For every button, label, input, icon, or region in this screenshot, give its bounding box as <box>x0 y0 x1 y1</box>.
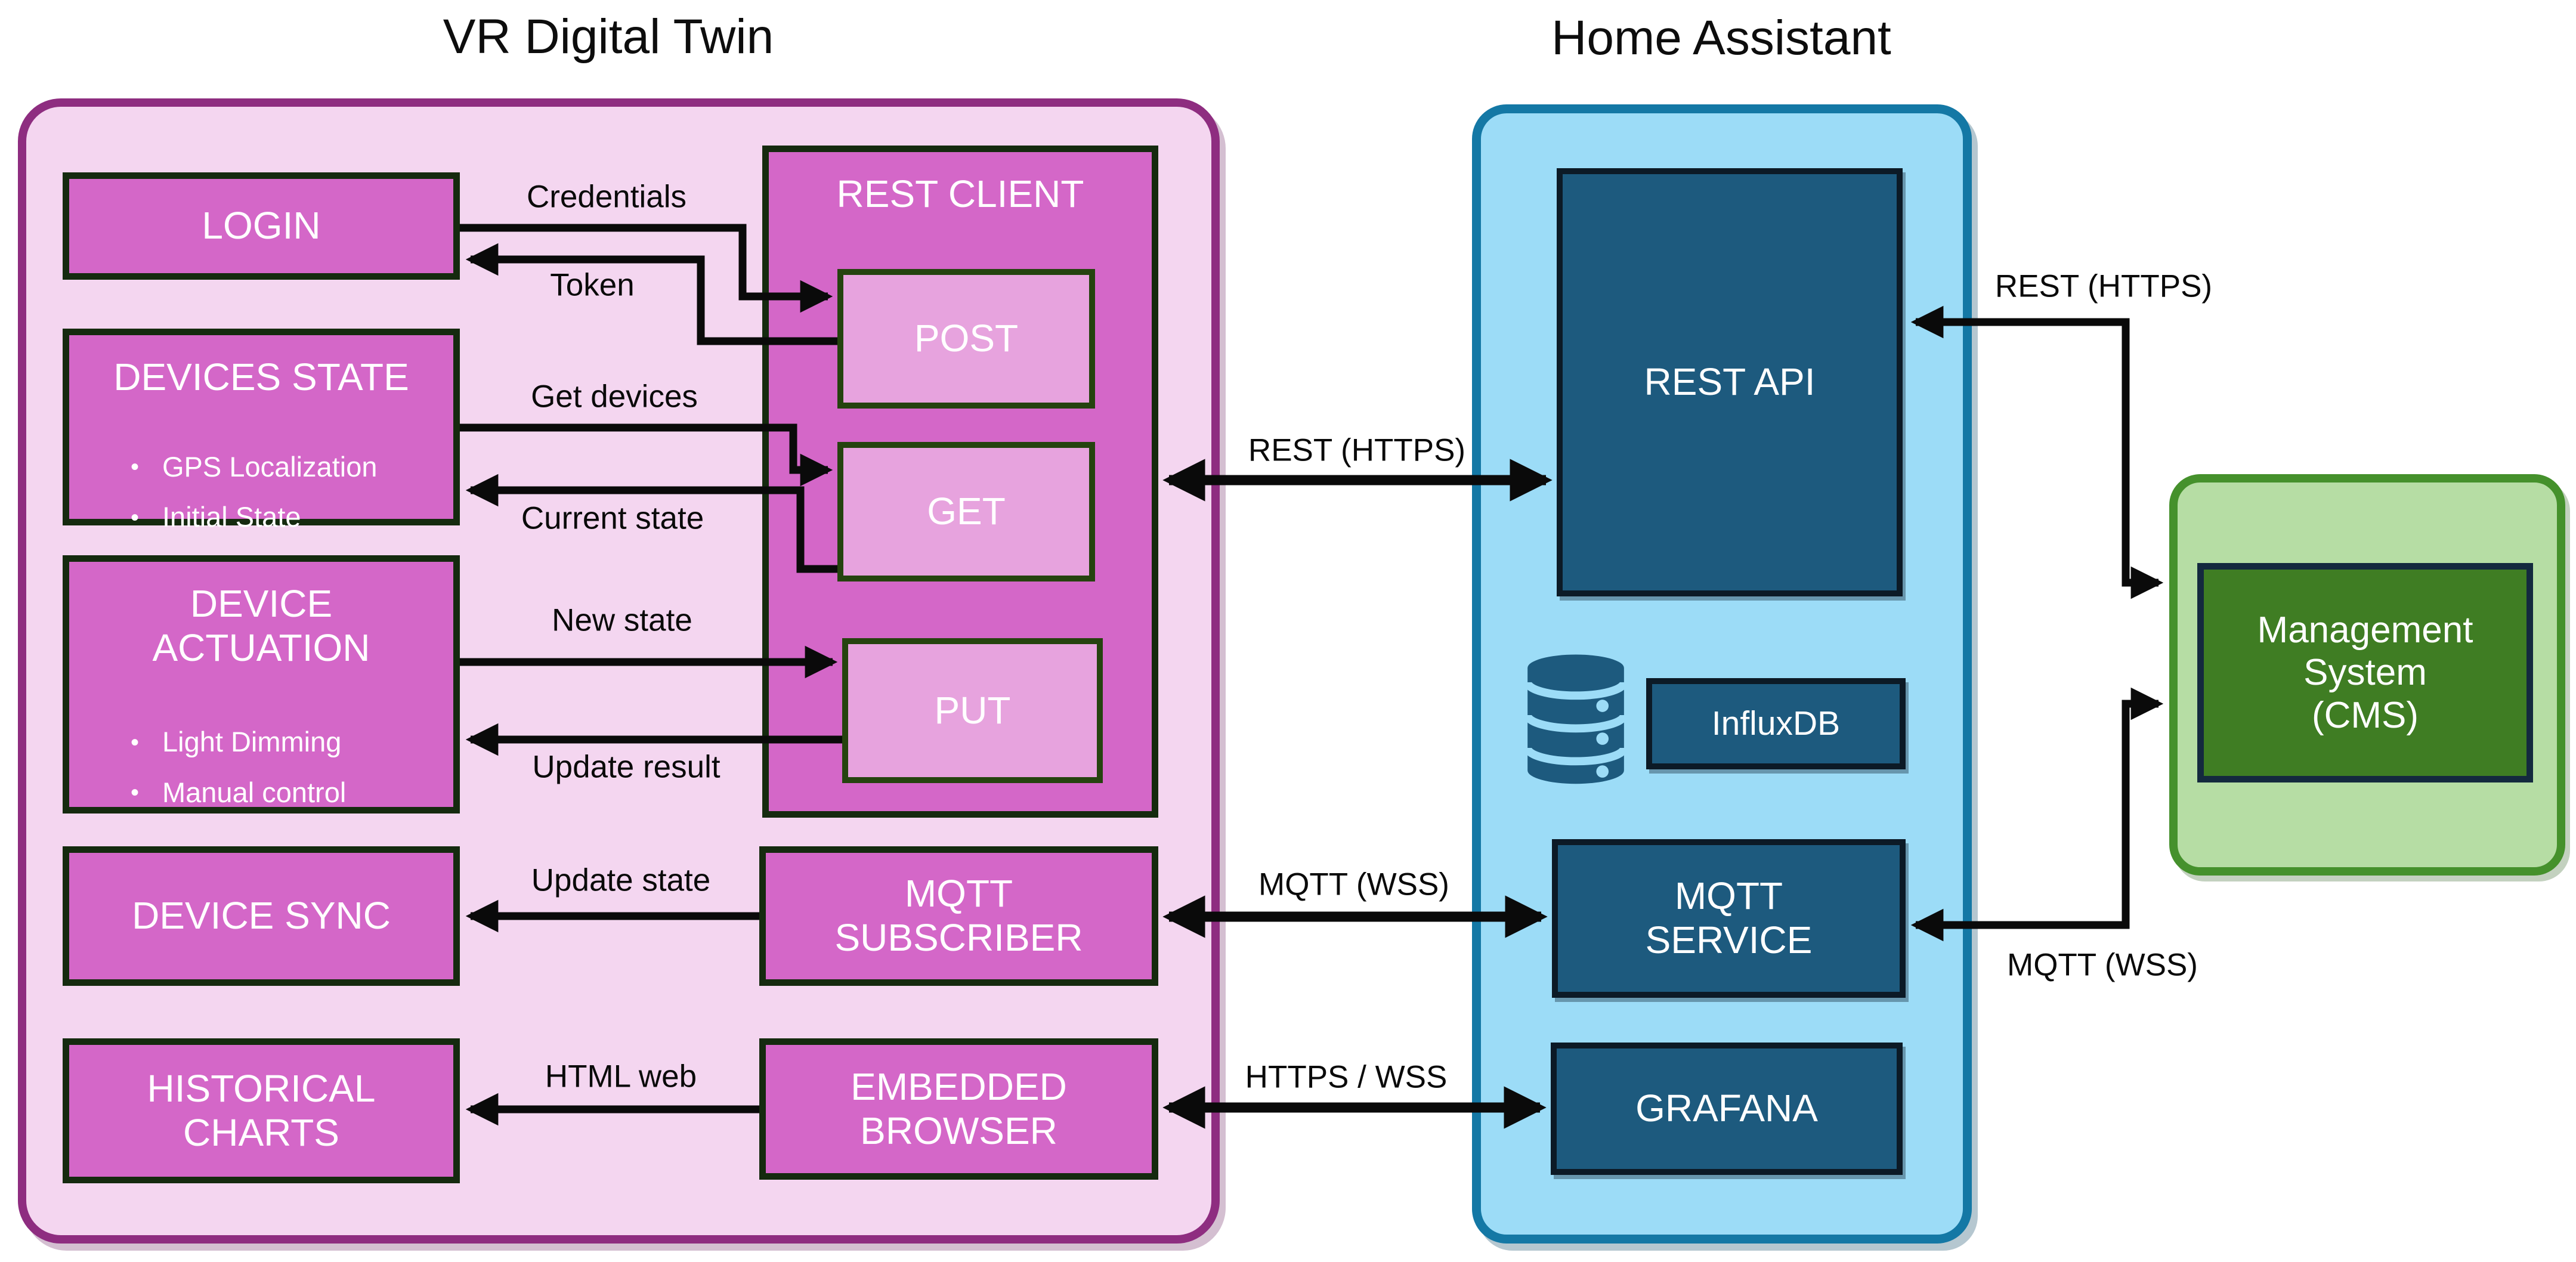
arrow-credentials <box>460 224 833 313</box>
login-label: LOGIN <box>202 204 321 248</box>
bullet-icon: • <box>130 504 139 531</box>
rest-api-box: REST API <box>1557 168 1903 596</box>
management-system-box: Management System (CMS) <box>2197 563 2533 782</box>
mqtt-wss-right-label: MQTT (WSS) <box>2007 947 2198 983</box>
device-actuation-box: DEVICE ACTUATION •Light Dimming •Manual … <box>63 555 460 814</box>
bullet-icon: • <box>130 729 139 756</box>
post-box: POST <box>837 269 1095 409</box>
devices-state-box: DEVICES STATE •GPS Localization •Initial… <box>63 329 460 533</box>
mqtt-subscriber-box: MQTT SUBSCRIBER <box>759 846 1158 986</box>
rest-https-right-label: REST (HTTPS) <box>1994 268 2213 304</box>
mqtt-wss-mid-label: MQTT (WSS) <box>1258 867 1449 902</box>
device-actuation-bullets: •Light Dimming •Manual control <box>69 709 453 811</box>
device-actuation-label: DEVICE ACTUATION <box>152 582 370 669</box>
arrow-token <box>465 243 837 345</box>
list-item: •Light Dimming <box>107 725 453 760</box>
vr-digital-twin-title: VR Digital Twin <box>443 10 774 64</box>
management-system-label-line3: (CMS) <box>2311 694 2419 736</box>
credentials-label: Credentials <box>526 179 687 215</box>
arrow-mqtt-wss-right <box>1910 687 2164 942</box>
put-box: PUT <box>842 638 1103 783</box>
update-state-label: Update state <box>531 862 711 898</box>
mqtt-service-box: MQTT SERVICE <box>1552 839 1906 998</box>
device-sync-box: DEVICE SYNC <box>63 846 460 986</box>
mqtt-service-label: MQTT SERVICE <box>1645 874 1813 961</box>
grafana-label: GRAFANA <box>1635 1087 1818 1130</box>
database-icon <box>1524 654 1627 784</box>
home-assistant-title: Home Assistant <box>1551 11 1891 65</box>
update-result-label: Update result <box>532 749 720 785</box>
https-wss-label: HTTPS / WSS <box>1245 1059 1448 1095</box>
new-state-label: New state <box>552 602 692 638</box>
management-system-label-line2: System <box>2303 652 2427 694</box>
arrow-get-devices <box>460 423 833 487</box>
list-item: •Initial State <box>107 500 453 535</box>
device-sync-label: DEVICE SYNC <box>132 894 391 938</box>
arrow-current-state <box>465 474 837 573</box>
devices-state-label: DEVICES STATE <box>113 355 409 398</box>
list-item: •Manual control <box>107 775 453 811</box>
historical-charts-label: HISTORICAL CHARTS <box>147 1066 376 1154</box>
post-label: POST <box>914 317 1019 360</box>
mqtt-subscriber-label: MQTT SUBSCRIBER <box>834 872 1083 959</box>
put-label: PUT <box>934 688 1011 732</box>
historical-charts-box: HISTORICAL CHARTS <box>63 1038 460 1183</box>
management-system-label-line1: Management <box>2257 610 2473 651</box>
influxdb-box: InfluxDB <box>1646 678 1906 769</box>
embedded-browser-box: EMBEDDED BROWSER <box>759 1038 1158 1180</box>
get-box: GET <box>837 442 1095 581</box>
current-state-label: Current state <box>521 500 704 536</box>
influxdb-label: InfluxDB <box>1711 704 1841 743</box>
arrow-rest-https-right <box>1910 305 2164 599</box>
rest-https-mid-label: REST (HTTPS) <box>1248 432 1466 468</box>
login-box: LOGIN <box>63 172 460 280</box>
devices-state-bullets: •GPS Localization •Initial State <box>69 434 453 536</box>
rest-client-label: REST CLIENT <box>836 172 1084 215</box>
embedded-browser-label: EMBEDDED BROWSER <box>851 1065 1067 1152</box>
grafana-box: GRAFANA <box>1551 1043 1903 1175</box>
token-label: Token <box>550 267 635 303</box>
get-label: GET <box>927 490 1006 533</box>
list-item: •GPS Localization <box>107 450 453 485</box>
bullet-icon: • <box>130 780 139 806</box>
bullet-icon: • <box>130 453 139 480</box>
html-web-label: HTML web <box>545 1059 697 1094</box>
get-devices-label: Get devices <box>531 379 698 415</box>
rest-api-label: REST API <box>1644 360 1816 404</box>
